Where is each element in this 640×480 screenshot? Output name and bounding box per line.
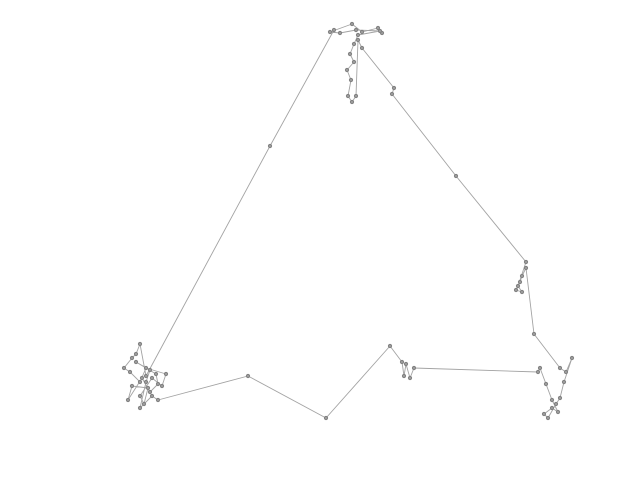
data-point: [137, 379, 143, 385]
data-point: [137, 393, 143, 399]
data-point: [349, 99, 355, 105]
data-point: [541, 411, 547, 417]
data-point: [513, 287, 519, 293]
data-point: [553, 401, 559, 407]
data-point: [153, 371, 159, 377]
data-point: [121, 365, 127, 371]
data-point: [337, 30, 343, 36]
data-point: [353, 27, 359, 33]
data-point: [133, 359, 139, 365]
data-point: [129, 355, 135, 361]
data-point: [453, 173, 459, 179]
data-point: [347, 51, 353, 57]
data-point: [129, 383, 135, 389]
data-point: [133, 351, 139, 357]
data-point: [359, 29, 365, 35]
data-point: [245, 373, 251, 379]
data-point: [327, 29, 333, 35]
data-point: [411, 365, 417, 371]
data-point: [563, 369, 569, 375]
data-point: [389, 91, 395, 97]
trajectory-line: [123, 23, 573, 419]
data-point: [569, 355, 575, 361]
data-point: [345, 93, 351, 99]
data-point: [391, 85, 397, 91]
data-point: [377, 28, 383, 34]
data-point: [531, 331, 537, 337]
data-point: [387, 343, 393, 349]
data-point: [267, 143, 273, 149]
data-point: [543, 381, 549, 387]
data-point: [353, 93, 359, 99]
data-point: [155, 397, 161, 403]
data-point: [331, 27, 337, 33]
data-point: [147, 367, 153, 373]
data-point: [407, 375, 413, 381]
data-point: [545, 415, 551, 421]
trajectory-points: [121, 21, 575, 421]
data-point: [137, 405, 143, 411]
data-point: [348, 77, 354, 83]
data-point: [355, 37, 361, 43]
data-point: [143, 373, 149, 379]
data-point: [555, 409, 561, 415]
data-point: [349, 21, 355, 27]
data-point: [355, 32, 361, 38]
data-point: [519, 273, 525, 279]
data-point: [125, 397, 131, 403]
data-point: [344, 67, 350, 73]
data-point: [143, 365, 149, 371]
data-point: [549, 405, 555, 411]
data-point: [399, 359, 405, 365]
data-point: [163, 371, 169, 377]
data-point: [535, 369, 541, 375]
data-point: [401, 373, 407, 379]
data-point: [403, 361, 409, 367]
data-point: [519, 289, 525, 295]
data-point: [517, 279, 523, 285]
data-point: [147, 389, 153, 395]
data-point: [155, 381, 161, 387]
data-point: [127, 369, 133, 375]
data-point: [515, 283, 521, 289]
data-point: [359, 45, 365, 51]
data-point: [323, 415, 329, 421]
data-point: [523, 265, 529, 271]
data-point: [351, 41, 357, 47]
data-point: [549, 397, 555, 403]
data-point: [561, 379, 567, 385]
data-point: [141, 401, 147, 407]
data-point: [351, 59, 357, 65]
data-point: [149, 393, 155, 399]
data-point: [537, 365, 543, 371]
data-point: [159, 383, 165, 389]
data-point: [557, 365, 563, 371]
data-point: [139, 375, 145, 381]
data-point: [557, 395, 563, 401]
data-point: [137, 341, 143, 347]
data-point: [143, 379, 149, 385]
data-point: [375, 25, 381, 31]
data-point: [523, 259, 529, 265]
data-point: [145, 385, 151, 391]
data-point: [149, 375, 155, 381]
trajectory-series: [123, 23, 573, 419]
